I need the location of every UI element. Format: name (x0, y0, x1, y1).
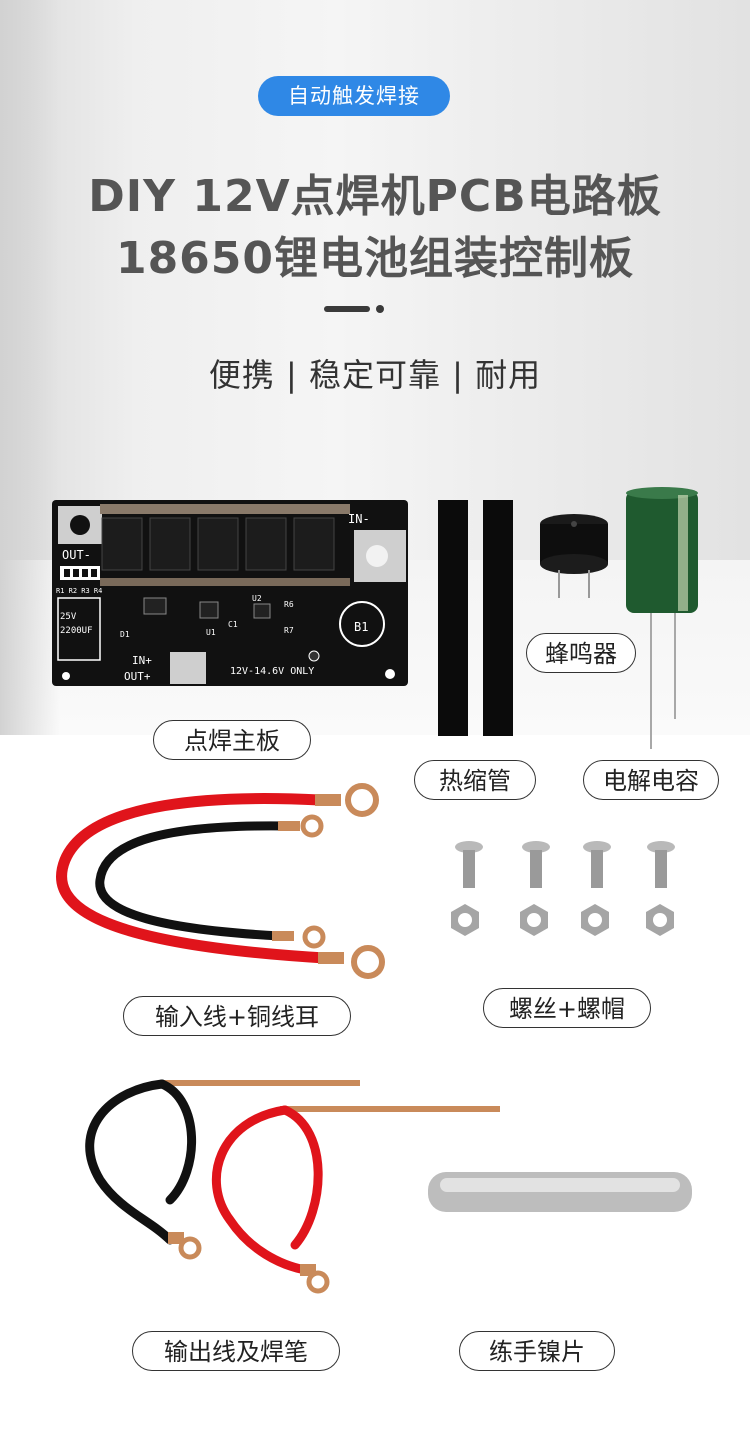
pcb-label-d1: D1 (120, 630, 130, 639)
nickel-strip-image (428, 1172, 692, 1212)
feature-badge: 自动触发焊接 (258, 76, 450, 116)
label-buzzer: 蜂鸣器 (526, 633, 636, 673)
pcb-label-resistors: R1 R2 R3 R4 (56, 587, 103, 595)
nut-2 (520, 904, 548, 936)
screw-3 (583, 841, 611, 888)
label-nickel: 练手镍片 (459, 1331, 615, 1371)
nut-4 (646, 904, 674, 936)
nut-3 (581, 904, 609, 936)
label-capacitor: 电解电容 (583, 760, 719, 800)
divider-bar (324, 306, 370, 312)
label-heat-shrink: 热缩管 (414, 760, 536, 800)
product-subtitle: 便携 | 稳定可靠 | 耐用 (208, 356, 542, 394)
label-input-cable: 输入线+铜线耳 (123, 996, 351, 1036)
product-title-line1: DIY 12V点焊机PCB电路板 (88, 171, 662, 222)
pcb-label-cap-rating1: 25V (60, 612, 77, 622)
product-title-line2: 18650锂电池组装控制板 (115, 233, 635, 284)
pcb-label-r7: R7 (284, 626, 294, 635)
screw-2 (522, 841, 550, 888)
pcb-label-in-minus: IN- (348, 512, 370, 526)
label-main-board: 点焊主板 (153, 720, 311, 760)
pcb-label-cap-rating2: 2200UF (60, 626, 93, 636)
pcb-label-b1: B1 (354, 620, 369, 634)
pcb-board-image (52, 500, 408, 686)
input-cable-image (56, 783, 385, 979)
pcb-label-out-minus: OUT- (62, 548, 91, 562)
nut-1 (451, 904, 479, 936)
heat-shrink-tube-1 (438, 500, 468, 736)
pcb-label-voltage: 12V-14.6V ONLY (230, 666, 315, 677)
pcb-label-u1: U1 (206, 628, 216, 637)
label-output-cable: 输出线及焊笔 (132, 1331, 340, 1371)
screw-1 (455, 841, 483, 888)
pcb-label-out-plus: OUT+ (124, 670, 151, 683)
pcb-label-u2: U2 (252, 594, 262, 603)
output-cable-pens-image (85, 1079, 500, 1294)
wall-shade (0, 0, 60, 735)
screw-4 (647, 841, 675, 888)
label-screws: 螺丝+螺帽 (483, 988, 651, 1028)
capacitor-image (626, 487, 698, 749)
buzzer-image (540, 514, 608, 598)
divider-dot (376, 305, 384, 313)
heat-shrink-tube-2 (483, 500, 513, 736)
pcb-label-c1: C1 (228, 620, 238, 629)
pcb-label-r6: R6 (284, 600, 294, 609)
pcb-label-in-plus: IN+ (132, 654, 152, 667)
